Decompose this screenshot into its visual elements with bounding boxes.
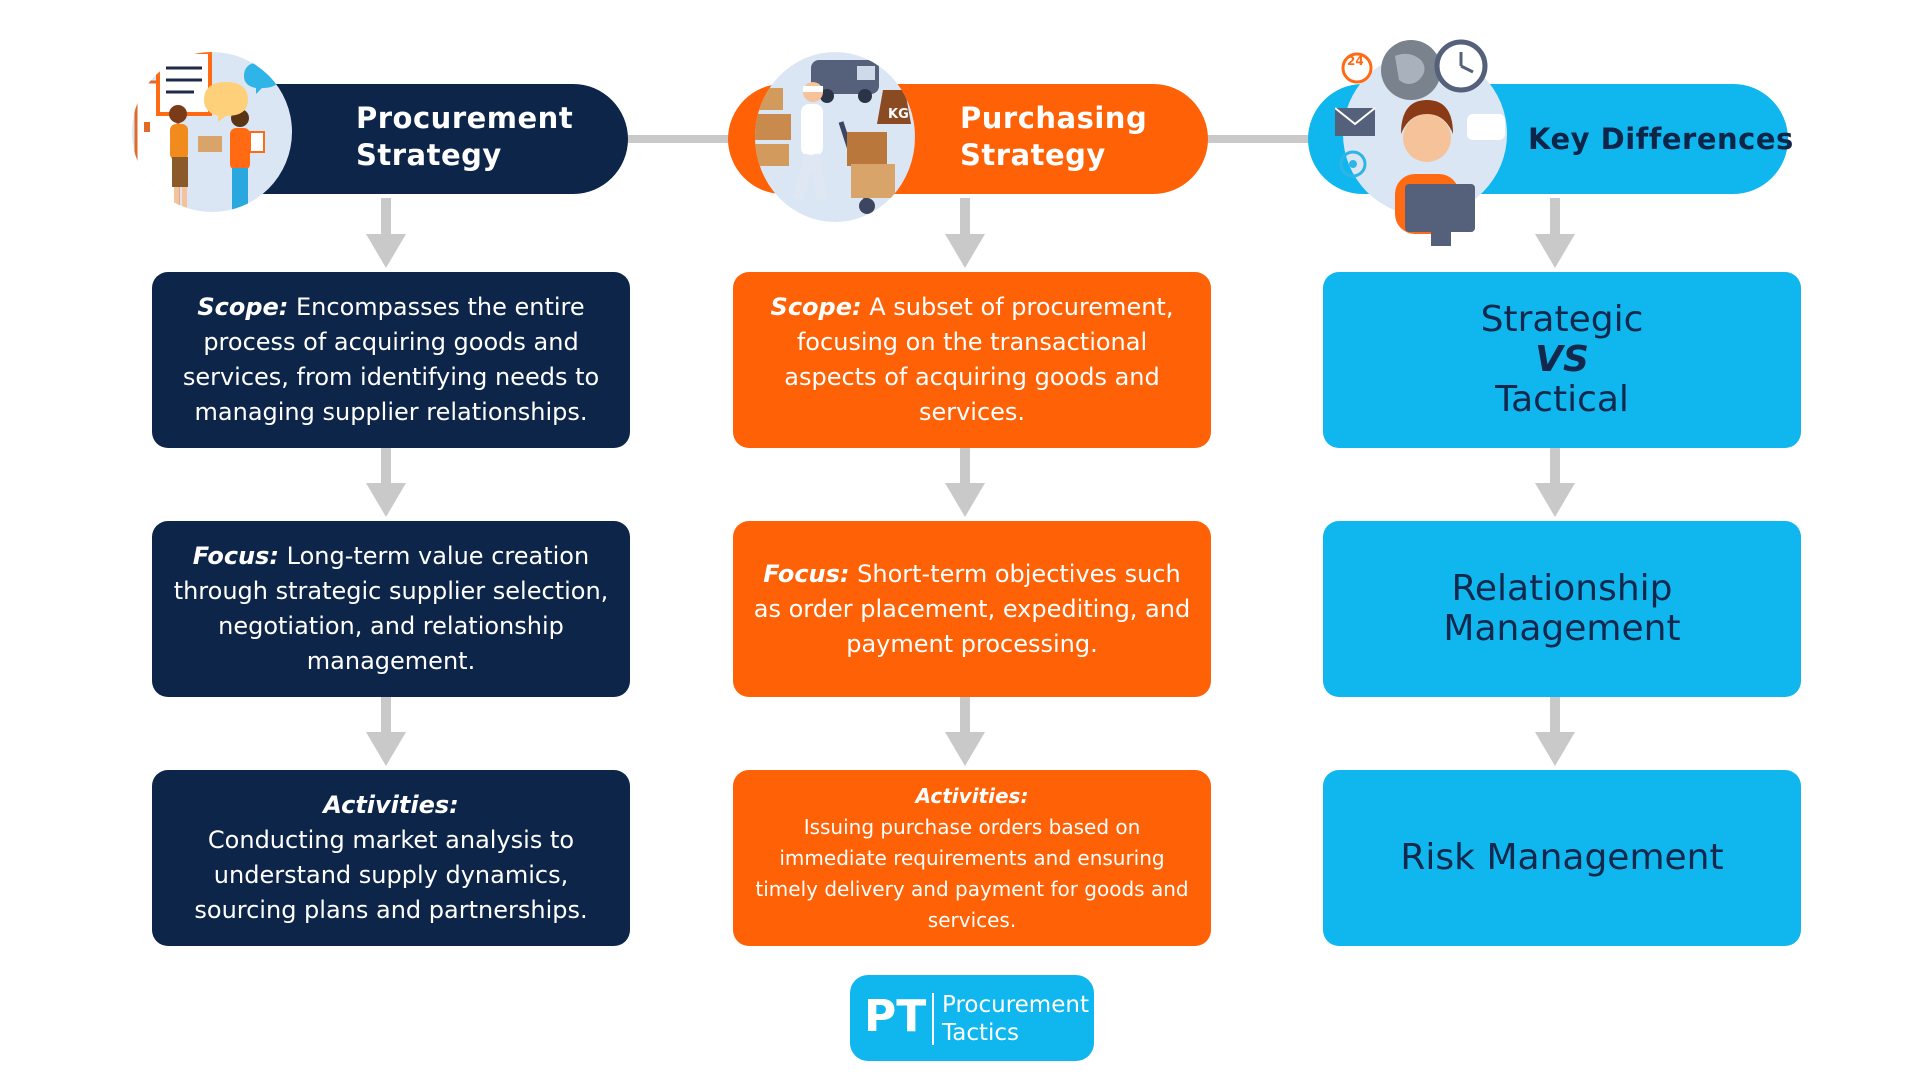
handover-icon [134, 52, 280, 212]
support-illustration: 24 [1334, 34, 1515, 254]
purchasing-focus-box: Focus: Short-term objectives such as ord… [733, 521, 1211, 697]
key-differences-title-line1: Key Differences [1528, 122, 1794, 156]
arrow-down-icon [1535, 198, 1575, 268]
arrow-down-icon [1535, 447, 1575, 517]
activities-label: Activities: [323, 791, 459, 819]
scope-label: Scope: [770, 293, 862, 321]
tactical-text: Tactical [1495, 379, 1629, 420]
focus-label: Focus: [192, 542, 280, 570]
procurement-scope-box: Scope: Encompasses the entire process of… [152, 272, 630, 448]
purchasing-focus-body: Short-term objectives such as order plac… [753, 559, 1191, 658]
vs-text: VS [1535, 339, 1589, 380]
procurement-scope-text: Scope: Encompasses the entire process of… [170, 290, 612, 430]
purchasing-scope-body: A subset of procurement, focusing on the… [784, 293, 1174, 426]
logo-line1: Procurement [942, 992, 1089, 1018]
procurement-scope-body: Encompasses the entire process of acquir… [182, 293, 600, 426]
purchasing-strategy-title: Purchasing Strategy [960, 100, 1147, 174]
procurement-focus-box: Focus: Long-term value creation through … [152, 521, 630, 697]
arrow-down-icon [945, 696, 985, 766]
relationship-text: Relationship [1451, 568, 1673, 609]
relationship-management-box: Relationship Management [1323, 521, 1801, 697]
risk-management-text: Risk Management [1400, 837, 1724, 878]
procurement-tactics-logo: PT Procurement Tactics [850, 975, 1094, 1061]
logo-line2: Tactics [942, 1020, 1020, 1046]
arrow-down-icon [366, 696, 406, 766]
purchasing-scope-box: Scope: A subset of procurement, focusing… [733, 272, 1211, 448]
connector-line-1 [620, 135, 740, 143]
purchasing-activities-body: Issuing purchase orders based on immedia… [755, 814, 1189, 932]
arrow-down-icon [945, 447, 985, 517]
twenty-four-label: 24 [1347, 54, 1364, 68]
delivery-icon: KG [755, 60, 911, 214]
management-text: Management [1443, 608, 1681, 649]
purchasing-title-line2: Strategy [960, 138, 1106, 172]
arrow-down-icon [366, 447, 406, 517]
key-differences-title: Key Differences [1528, 121, 1794, 158]
strategic-vs-tactical-box: Strategic VS Tactical [1323, 272, 1801, 448]
scope-label: Scope: [197, 293, 289, 321]
arrow-down-icon [945, 198, 985, 268]
kg-label: KG [888, 107, 909, 122]
activities-label: Activities: [915, 783, 1029, 808]
purchasing-illustration: KG [755, 52, 915, 222]
procurement-activities-box: Activities: Conducting market analysis t… [152, 770, 630, 946]
procurement-focus-body: Long-term value creation through strateg… [173, 542, 609, 675]
procurement-activities-body: Conducting market analysis to understand… [194, 826, 588, 924]
risk-management-box: Risk Management [1323, 770, 1801, 946]
arrow-down-icon [366, 198, 406, 268]
purchasing-focus-text: Focus: Short-term objectives such as ord… [751, 557, 1193, 662]
procurement-illustration [132, 52, 292, 212]
customer-service-icon: 24 [1334, 39, 1507, 246]
procurement-title-line1: Procurement [356, 101, 574, 135]
procurement-strategy-title: Procurement Strategy [356, 100, 573, 174]
connector-line-2 [1200, 135, 1320, 143]
procurement-focus-text: Focus: Long-term value creation through … [170, 539, 612, 679]
strategic-text: Strategic [1480, 299, 1644, 340]
procurement-title-line2: Strategy [356, 138, 502, 172]
purchasing-scope-text: Scope: A subset of procurement, focusing… [751, 290, 1193, 430]
purchasing-title-line1: Purchasing [960, 101, 1148, 135]
logo-divider [932, 993, 934, 1045]
focus-label: Focus: [763, 559, 850, 588]
purchasing-activities-box: Activities: Issuing purchase orders base… [733, 770, 1211, 946]
arrow-down-icon [1535, 696, 1575, 766]
logo-initials: PT [864, 991, 927, 1042]
